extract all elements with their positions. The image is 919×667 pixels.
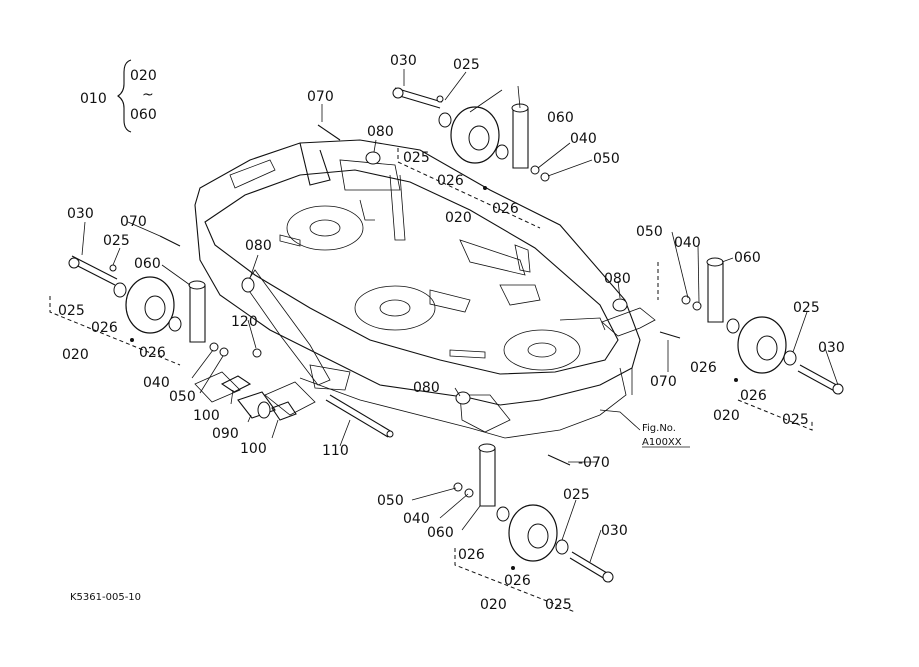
label-026: 026 <box>504 573 531 589</box>
roller-rod <box>325 394 394 438</box>
label-120: 120 <box>231 314 258 330</box>
label-026: 026 <box>740 388 767 404</box>
label-100: 100 <box>240 441 267 457</box>
label-025: 025 <box>453 57 480 73</box>
group-tilde: ~ <box>142 87 154 103</box>
label-020: 020 <box>713 408 740 424</box>
caster-bottom <box>453 391 614 613</box>
label-050: 050 <box>593 151 620 167</box>
label-020: 020 <box>445 210 472 226</box>
labels-left: 030 070 025 080 060 025 026 020 026 120 … <box>58 206 349 459</box>
label-025: 025 <box>103 233 130 249</box>
group-range: 010 020 ~ 060 <box>80 59 157 133</box>
caster-left <box>49 235 262 366</box>
label-070: -070 <box>578 455 610 471</box>
rollers <box>194 371 316 421</box>
fig-leader <box>599 409 641 431</box>
fig-reference: Fig.No. A100XX <box>642 423 690 448</box>
label-025: 025 <box>793 300 820 316</box>
labels-right: 050 040 060 080 025 030 070 026 026 020 … <box>604 224 845 428</box>
mower-deck <box>194 139 641 439</box>
caster-top <box>317 87 550 229</box>
caster-right <box>601 257 844 431</box>
label-030: 030 <box>818 340 845 356</box>
label-070: 070 <box>650 374 677 390</box>
label-025: 025 <box>545 597 572 613</box>
label-070: 070 <box>307 89 334 105</box>
label-020: 020 <box>480 597 507 613</box>
label-050: 050 <box>377 493 404 509</box>
label-026: 026 <box>437 173 464 189</box>
label-040: 040 <box>403 511 430 527</box>
group-from-label: 020 <box>130 68 157 84</box>
labels-center: 080 -070 <box>413 380 610 471</box>
label-090: 090 <box>212 426 239 442</box>
labels-top: 030 025 070 080 025 026 020 026 060 040 … <box>307 53 620 226</box>
label-025: 025 <box>563 487 590 503</box>
label-030: 030 <box>390 53 417 69</box>
label-025: 025 <box>403 150 430 166</box>
label-026: 026 <box>91 320 118 336</box>
label-026: 026 <box>458 547 485 563</box>
label-060: 060 <box>134 256 161 272</box>
fig-no-label: Fig.No. <box>642 423 676 434</box>
label-025: 025 <box>58 303 85 319</box>
label-040: 040 <box>674 235 701 251</box>
label-026: 026 <box>139 345 166 361</box>
label-025: 025 <box>782 412 809 428</box>
label-026: 026 <box>690 360 717 376</box>
label-020: 020 <box>62 347 89 363</box>
group-to-label: 060 <box>130 107 157 123</box>
labels-bottom: 025 050 040 060 030 026 026 020 025 <box>377 487 628 613</box>
label-080: 080 <box>413 380 440 396</box>
label-026: 026 <box>492 201 519 217</box>
label-080: 080 <box>245 238 272 254</box>
label-040: 040 <box>143 375 170 391</box>
label-050: 050 <box>169 389 196 405</box>
label-080: 080 <box>604 271 631 287</box>
label-030: 030 <box>67 206 94 222</box>
label-040: 040 <box>570 131 597 147</box>
label-070: 070 <box>120 214 147 230</box>
label-100: 100 <box>193 408 220 424</box>
label-060: 060 <box>427 525 454 541</box>
label-110: 110 <box>322 443 349 459</box>
group-start-label: 010 <box>80 91 107 107</box>
label-060: 060 <box>734 250 761 266</box>
range-brace <box>117 59 132 133</box>
drawing-code: K5361-005-10 <box>70 592 141 603</box>
fig-code-label: A100XX <box>642 437 682 448</box>
label-030: 030 <box>601 523 628 539</box>
label-050: 050 <box>636 224 663 240</box>
label-060: 060 <box>547 110 574 126</box>
leader-lines <box>81 69 839 563</box>
label-080: 080 <box>367 124 394 140</box>
